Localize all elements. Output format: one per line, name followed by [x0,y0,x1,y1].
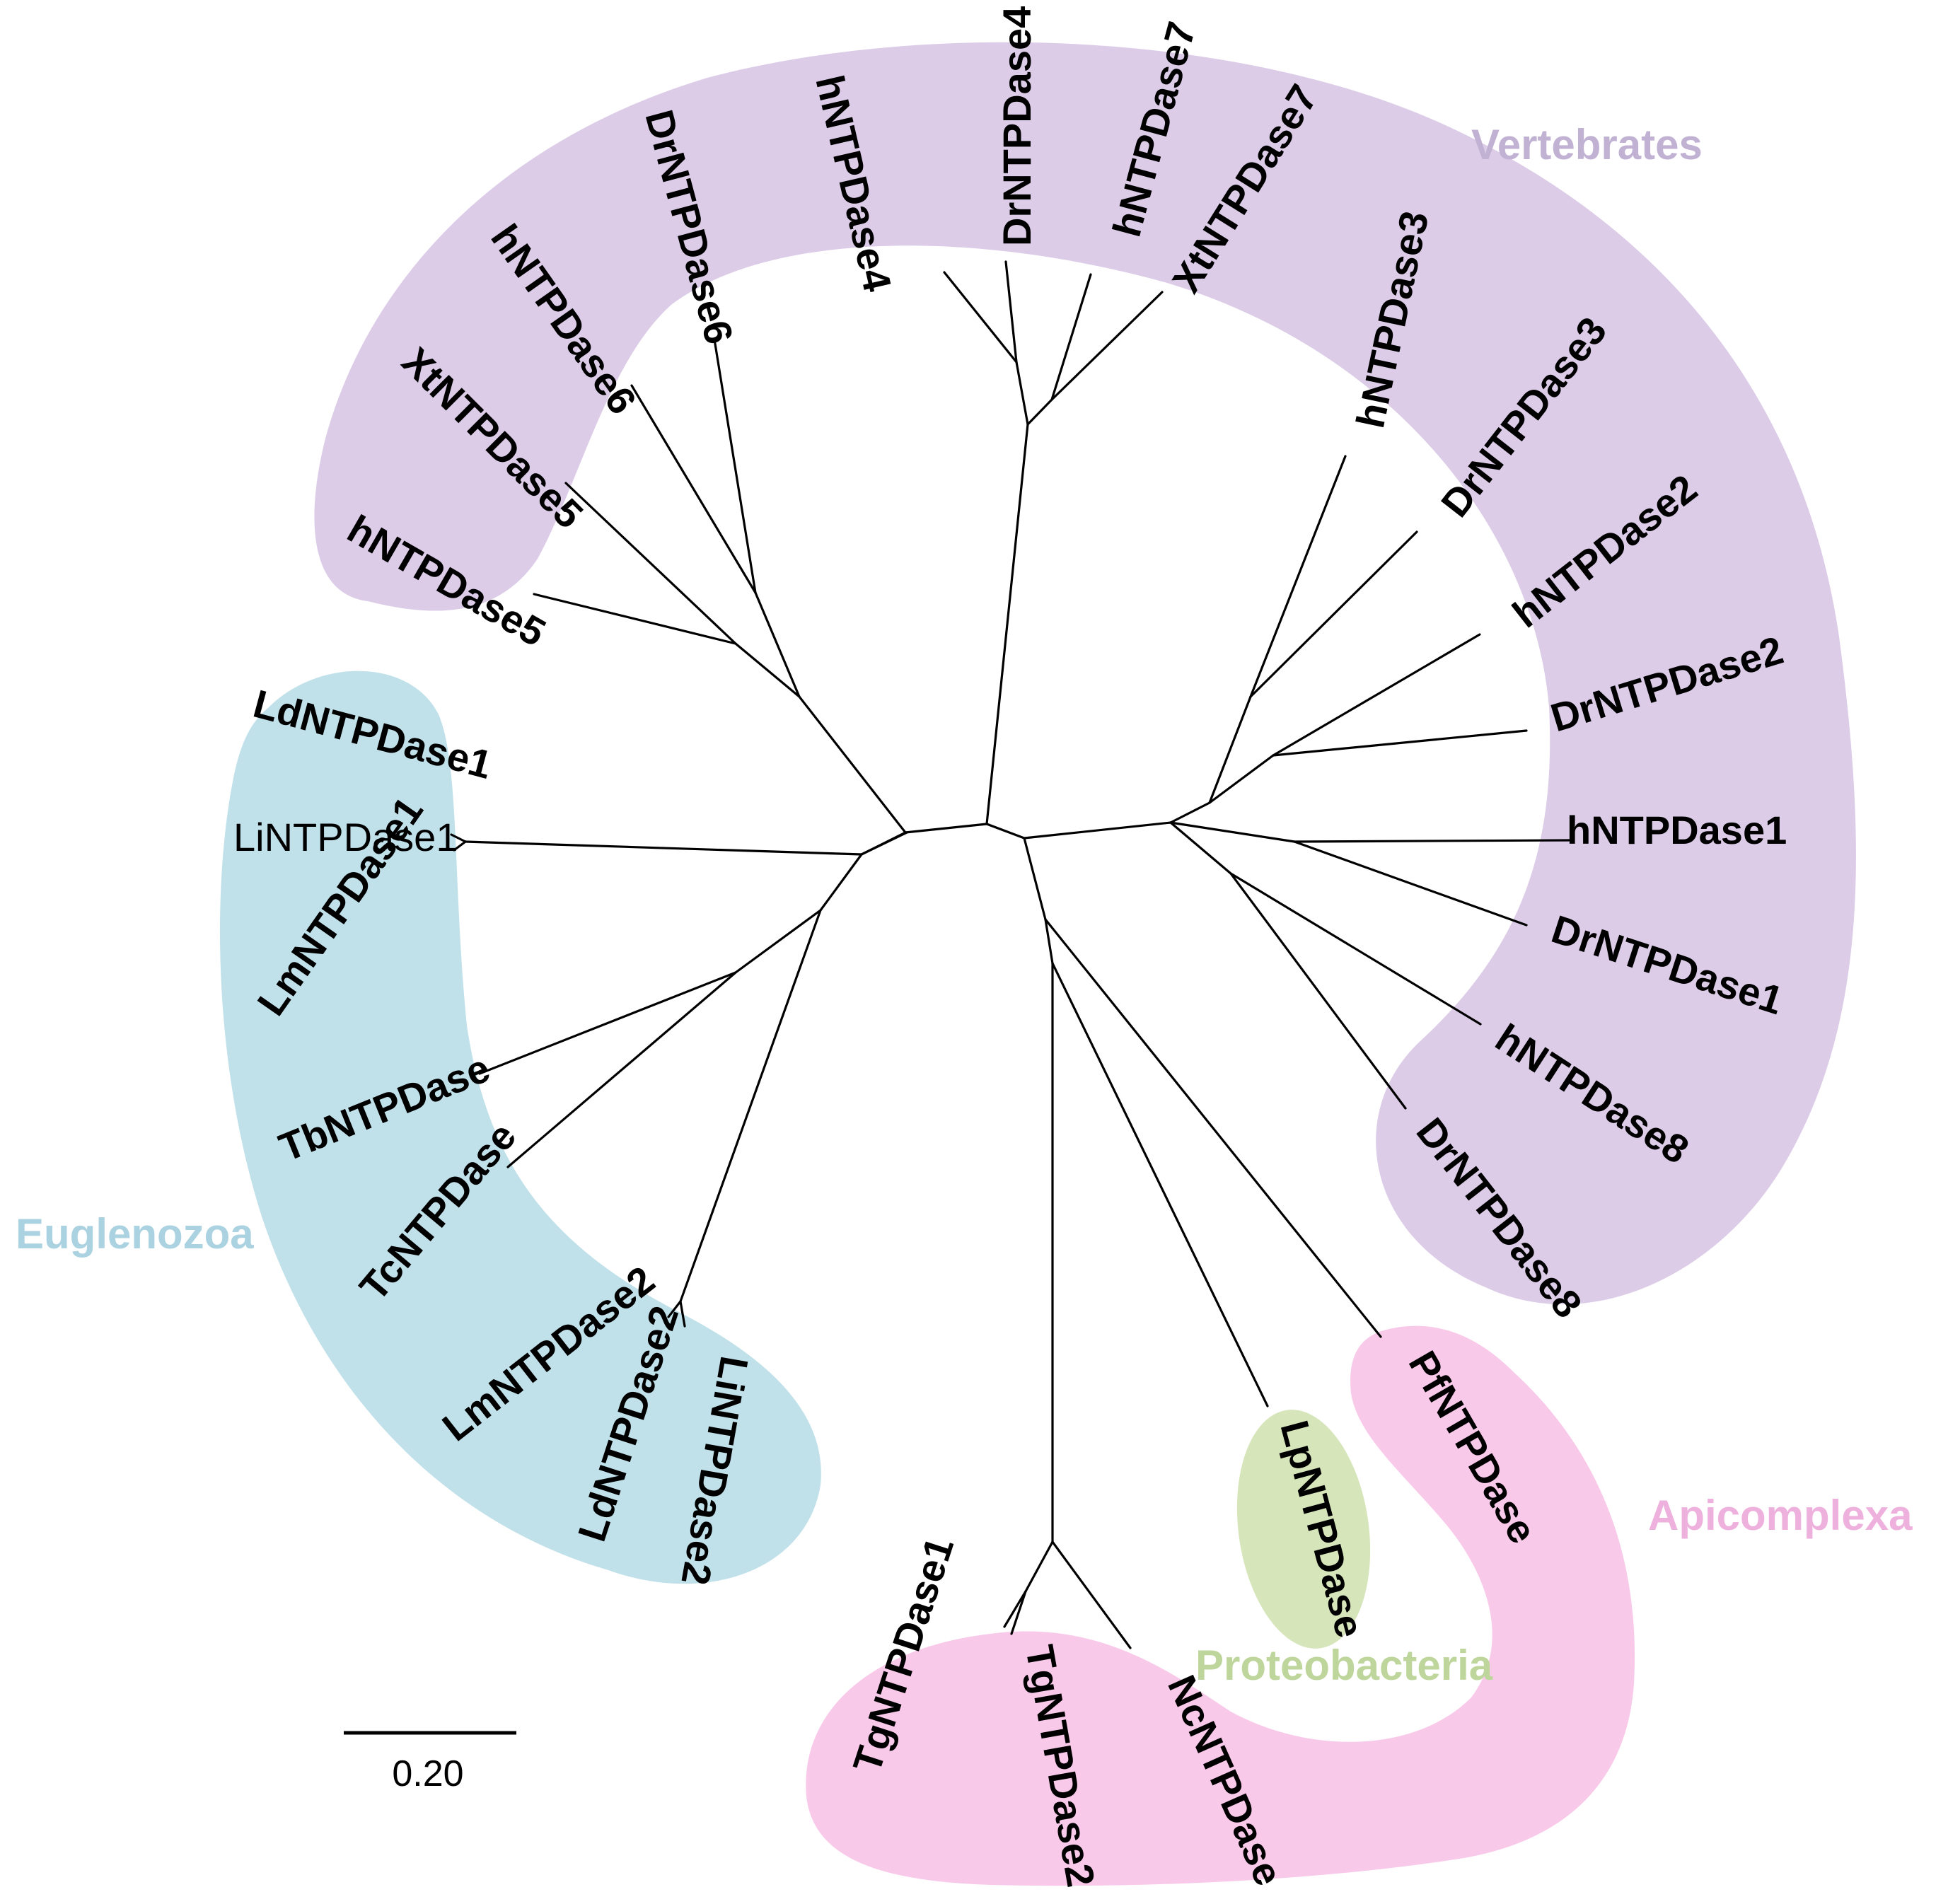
branch [904,823,988,834]
branch [1293,840,1528,927]
branch [450,833,467,843]
branch [1229,872,1407,1110]
euglenozoa-clade-region [219,671,821,1584]
branch [564,482,737,645]
branch [667,1300,682,1318]
euglenozoa-group-label: Euglenozoa [16,1210,254,1258]
branch [1272,729,1528,757]
branch [1169,821,1296,843]
branch [1051,962,1269,1407]
branch [985,823,1026,840]
branch [819,853,863,912]
branch [985,423,1029,825]
apicomplexa-clade-region [806,1325,1635,1886]
branch [1015,361,1029,426]
branch [464,840,863,856]
branch [1293,839,1570,843]
vertebrates-clade-region [314,42,1856,1305]
branch [1024,1540,1054,1593]
branch [1208,695,1252,804]
branch [1026,398,1053,426]
branch [1050,273,1092,401]
branch [478,971,737,1075]
scale-bar-label: 0.20 [392,1753,463,1794]
branch [734,642,801,698]
proteobacteria-clade-region [1236,1410,1371,1649]
branch [1023,837,1047,921]
vertebrates-group-label: Vertebrates [1471,121,1703,168]
branch [798,695,907,834]
leaf-label: LiNTPDase1 [233,815,458,859]
branch [1003,1590,1027,1628]
branch [1169,821,1232,875]
branch [1044,918,1054,965]
branch [754,591,801,698]
scale-bar: 0.20 [344,1731,516,1794]
proteobacteria-group-label: Proteobacteria [1195,1642,1493,1689]
tree-branches [450,260,1570,1649]
leaf-label: DrNTPDase4 [995,6,1039,246]
branch [533,593,737,645]
branch [1010,1590,1027,1635]
leaf-label: hNTPDase1 [1567,808,1787,852]
branch [1051,1540,1132,1649]
branch [1229,872,1482,1026]
branch [1050,291,1164,401]
branch [506,971,737,1168]
branch [1169,801,1211,824]
branch [1208,754,1275,804]
branch [1044,918,1382,1338]
branch [679,909,822,1303]
apicomplexa-group-label: Apicomplexa [1648,1492,1913,1539]
branch [1272,633,1481,757]
branch [1023,821,1172,840]
branch [860,831,908,856]
branch [1249,455,1347,698]
branch [1249,530,1418,698]
branch [713,338,757,594]
branch [679,1300,686,1328]
branch [943,271,1018,364]
branch [453,840,467,852]
branch [734,909,822,974]
branch [630,384,757,594]
branch [1004,260,1018,364]
